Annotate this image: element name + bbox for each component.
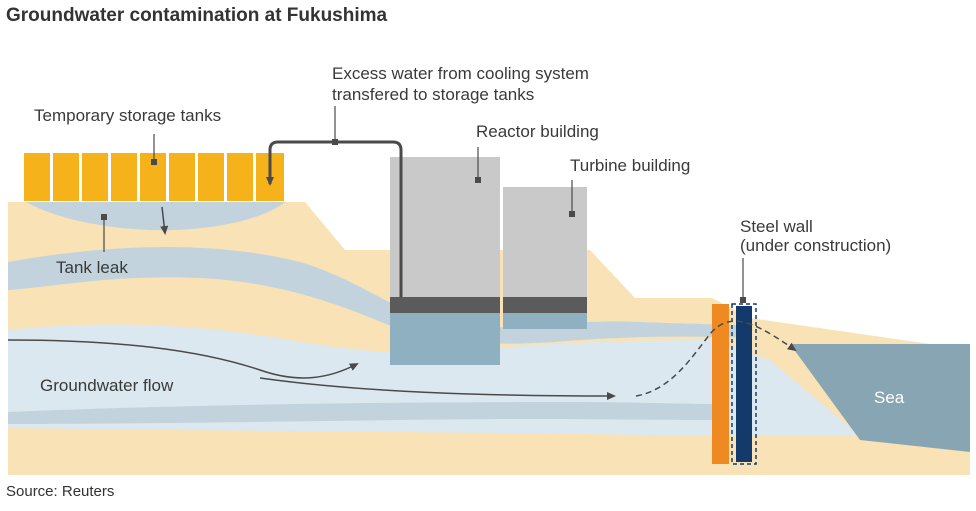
reactor-label: Reactor building — [476, 122, 599, 141]
excess-water-label-2: transfered to storage tanks — [332, 85, 534, 104]
sea — [790, 344, 970, 452]
source-note: Source: Reuters — [6, 483, 115, 500]
tanks-label: Temporary storage tanks — [34, 106, 221, 125]
flow-arrow-upper — [7, 339, 359, 379]
groundwater-band — [8, 402, 712, 424]
tank-leak-label: Tank leak — [56, 258, 128, 277]
tank-leak-plume — [26, 202, 285, 231]
turbine-label: Turbine building — [570, 156, 690, 175]
sea-label: Sea — [874, 388, 905, 407]
reactor-building — [390, 157, 500, 365]
steel-wall-label-1: Steel wall — [740, 217, 813, 236]
leak-arrow — [160, 206, 169, 235]
excess-water-label-1: Excess water from cooling system — [332, 64, 589, 83]
steel-wall-label-2: (under construction) — [740, 236, 891, 255]
steel-wall — [736, 306, 752, 462]
turbine-building — [503, 187, 587, 329]
steel-wall-outline — [731, 303, 757, 465]
leader-lines — [101, 106, 746, 303]
groundwater-flow-label: Groundwater flow — [40, 376, 174, 395]
flow-arrow-lower — [259, 377, 616, 400]
orange-wall — [712, 304, 729, 464]
diagram-title: Groundwater contamination at Fukushima — [6, 5, 388, 26]
upper-water-band — [8, 247, 750, 344]
